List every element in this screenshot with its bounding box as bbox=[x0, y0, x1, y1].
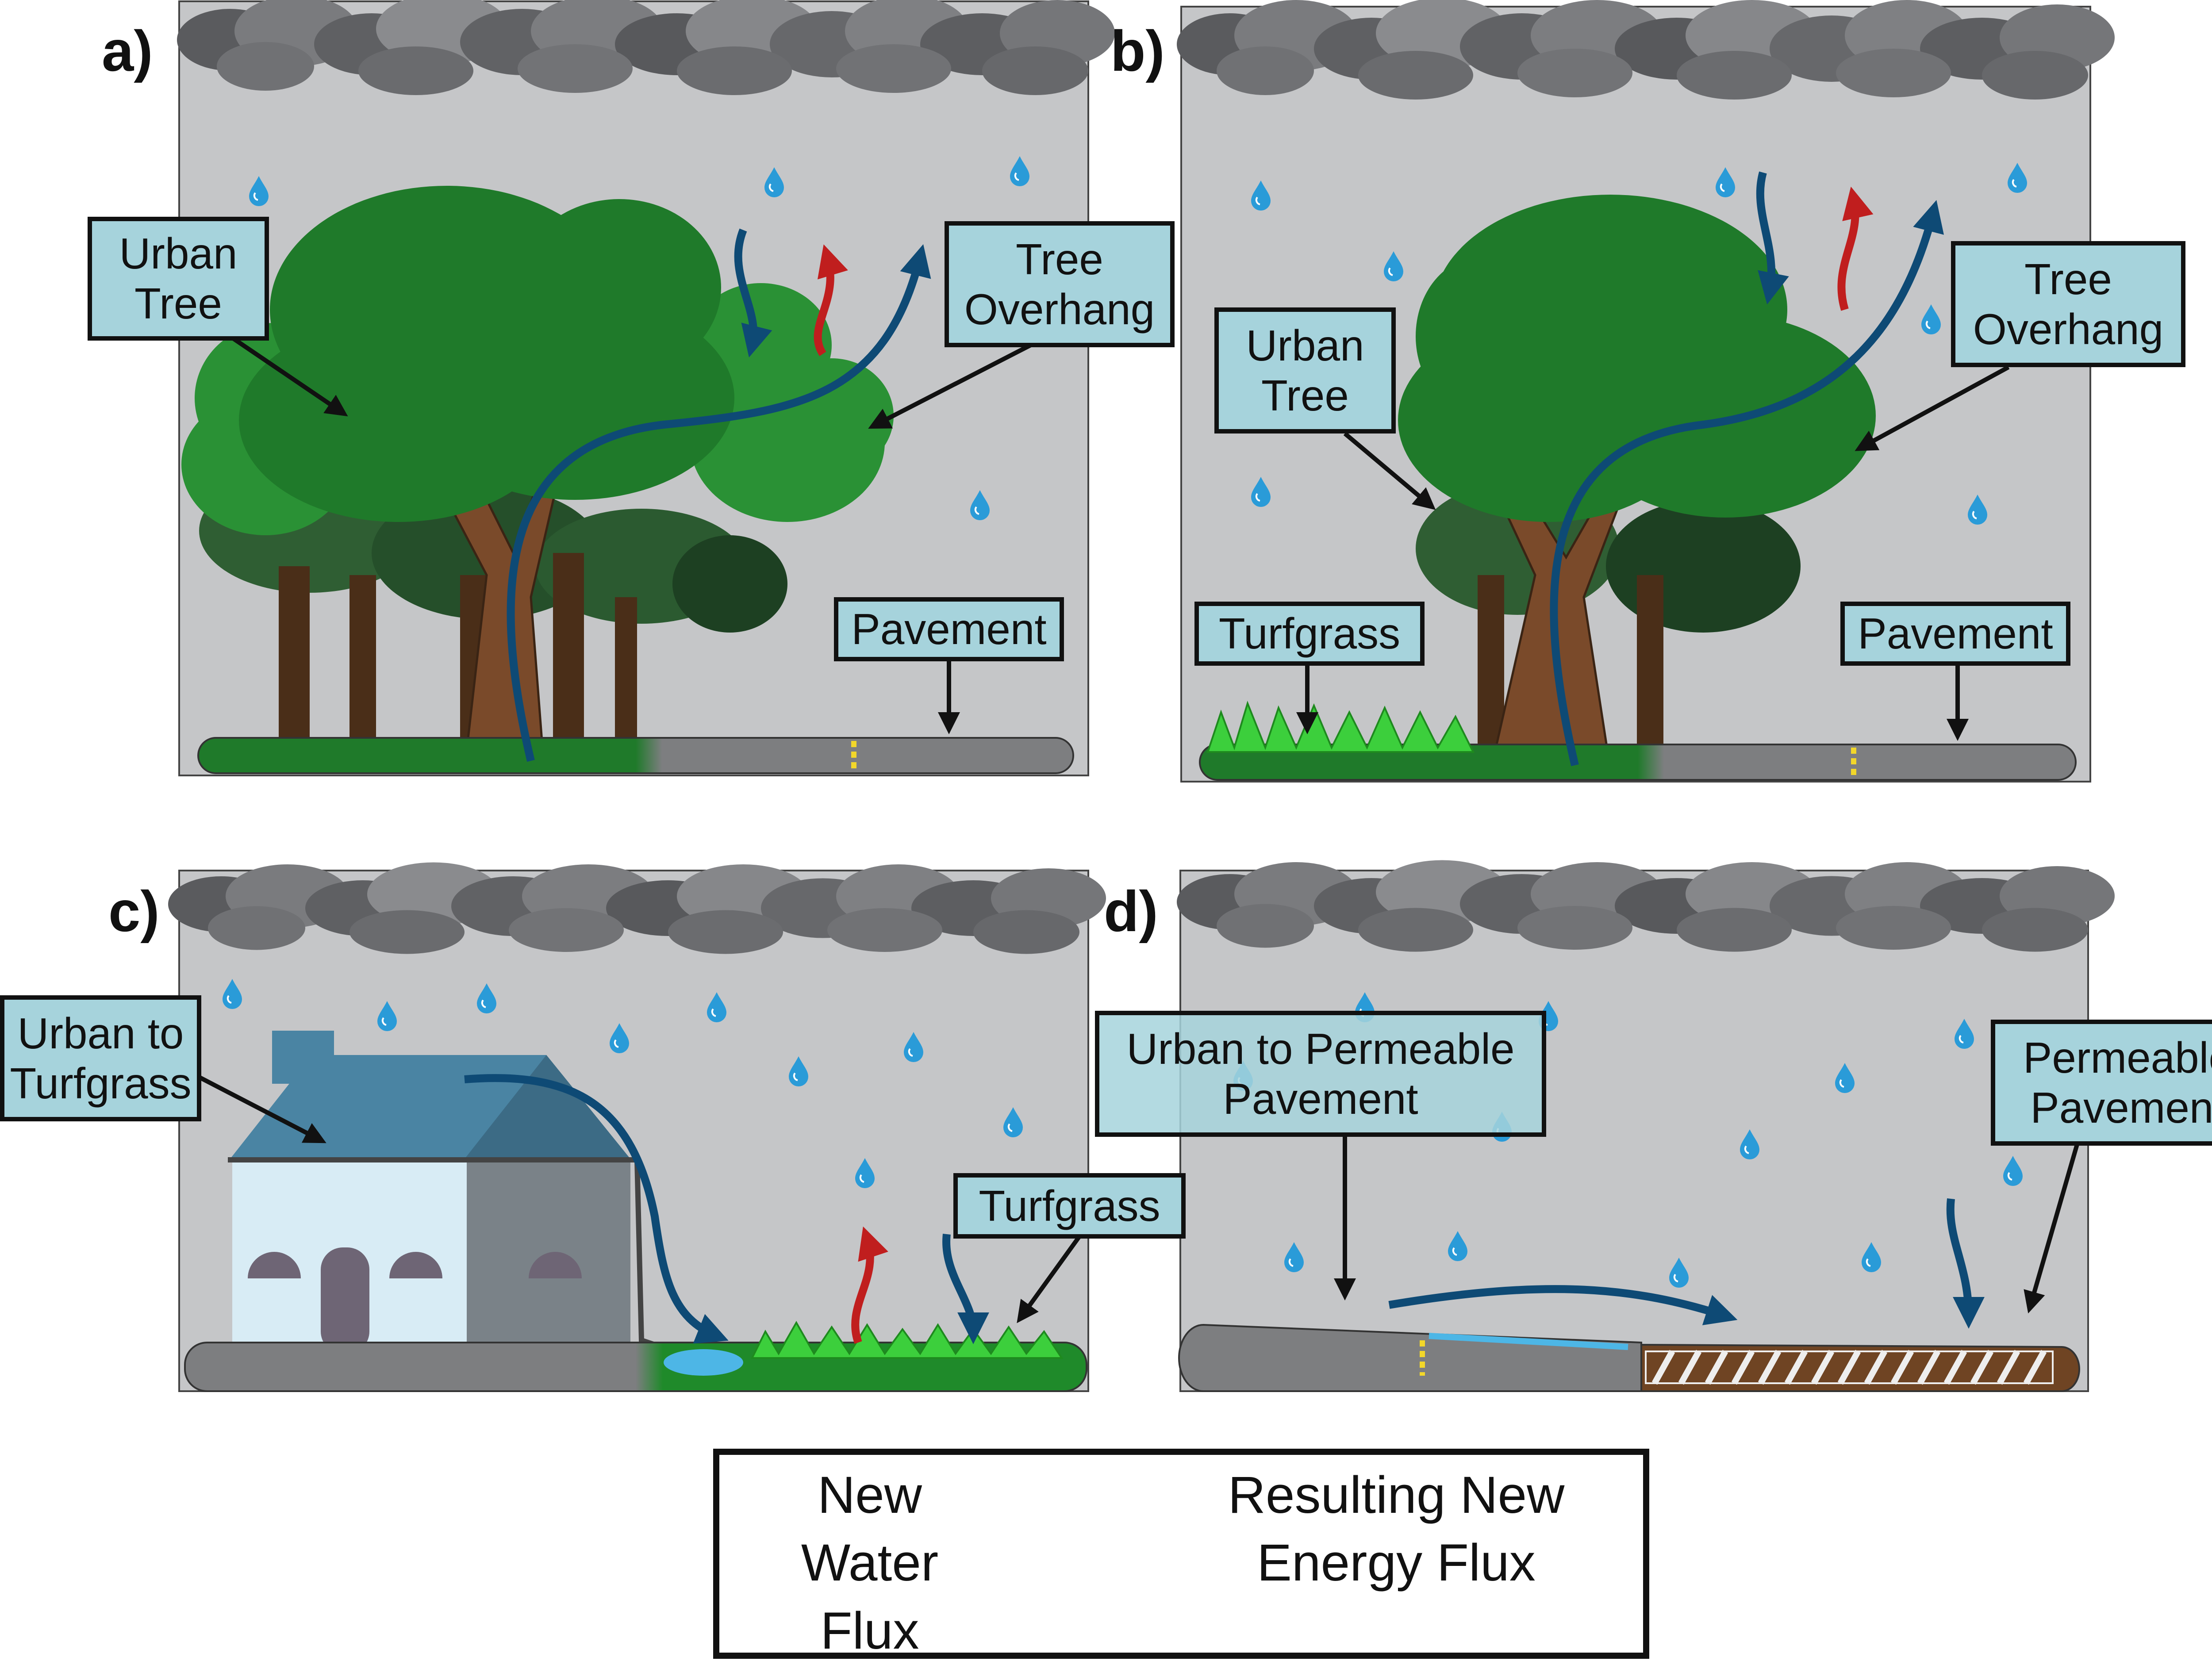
panel-c bbox=[168, 862, 1106, 1392]
panel-d-runoff-arrow bbox=[1388, 1285, 1738, 1325]
panel-c-puddle bbox=[664, 1349, 743, 1376]
panel-b-urban-tree bbox=[1398, 195, 1876, 771]
panel-c-urban-to-turfgrass-pointer bbox=[198, 1075, 326, 1143]
legend-box: New Water Flux Resulting New Energy Flux bbox=[713, 1449, 1649, 1660]
panel-b-tree-overhang-label: Tree Overhang bbox=[1951, 241, 2185, 367]
panel-a bbox=[177, 0, 1115, 776]
panel-a-urban-tree bbox=[239, 186, 734, 771]
panel-c-house bbox=[228, 1031, 656, 1354]
panel-c-urban-to-turfgrass-label: Urban to Turfgrass bbox=[0, 995, 201, 1121]
panel-a-energy-flux-arrow bbox=[814, 244, 848, 356]
panel-c-infiltration-arrow bbox=[942, 1234, 989, 1344]
panel-b-turfgrass-label: Turfgrass bbox=[1194, 602, 1425, 666]
panel-d-road bbox=[1178, 1324, 2080, 1392]
panel-a-urban-tree-label: Urban Tree bbox=[88, 217, 269, 341]
panel-b-letter: b) bbox=[1110, 19, 1165, 83]
panel-d-permeable-pavement-pointer bbox=[2024, 1136, 2081, 1314]
panel-a-ground bbox=[197, 737, 1074, 774]
panel-c-letter: c) bbox=[108, 879, 160, 944]
panel-a-overhang-pointer bbox=[868, 343, 1032, 429]
panel-a-letter: a) bbox=[102, 19, 153, 83]
panel-a-water-flux-arrow bbox=[507, 244, 931, 762]
panel-c-turfgrass-pointer bbox=[1017, 1235, 1082, 1324]
panel-d-permeable-pavement-label: Permeable Pavement bbox=[1991, 1020, 2212, 1146]
panel-b-urban-tree-pointer bbox=[1343, 432, 1436, 510]
panel-b-interception-arrow bbox=[1756, 171, 1789, 305]
panel-d-urban-to-permeable-label: Urban to Permeable Pavement bbox=[1095, 1011, 1546, 1137]
panel-a-pavement-label: Pavement bbox=[834, 597, 1064, 661]
panel-a-urban-tree-pointer bbox=[215, 325, 348, 417]
panel-b-overhang-pointer bbox=[1855, 365, 2010, 451]
panel-c-water-flux-arrow bbox=[464, 1074, 729, 1344]
panel-b-pavement-label: Pavement bbox=[1840, 602, 2070, 666]
panel-a-tree-overhang-label: Tree Overhang bbox=[945, 221, 1175, 347]
panel-a-interception-arrow bbox=[734, 228, 772, 357]
legend-energy-flux-label: Resulting New Energy Flux bbox=[1228, 1466, 1565, 1592]
panel-c-turfgrass-label: Turfgrass bbox=[953, 1173, 1186, 1239]
panel-c-energy-flux-arrow bbox=[851, 1226, 888, 1344]
legend-water-flux-label: New Water Flux bbox=[801, 1466, 939, 1660]
panel-b-urban-tree-label: Urban Tree bbox=[1214, 307, 1396, 434]
panel-c-turfgrass bbox=[750, 1320, 1064, 1359]
panel-b-water-flux-arrow bbox=[1550, 200, 1944, 767]
panel-b-energy-flux-arrow bbox=[1837, 186, 1874, 311]
panel-b-turfgrass bbox=[1206, 700, 1475, 753]
panel-d-infiltration-arrow bbox=[1946, 1198, 1985, 1329]
panel-d-letter: d) bbox=[1104, 879, 1158, 944]
panel-b-ground bbox=[1199, 744, 2077, 781]
